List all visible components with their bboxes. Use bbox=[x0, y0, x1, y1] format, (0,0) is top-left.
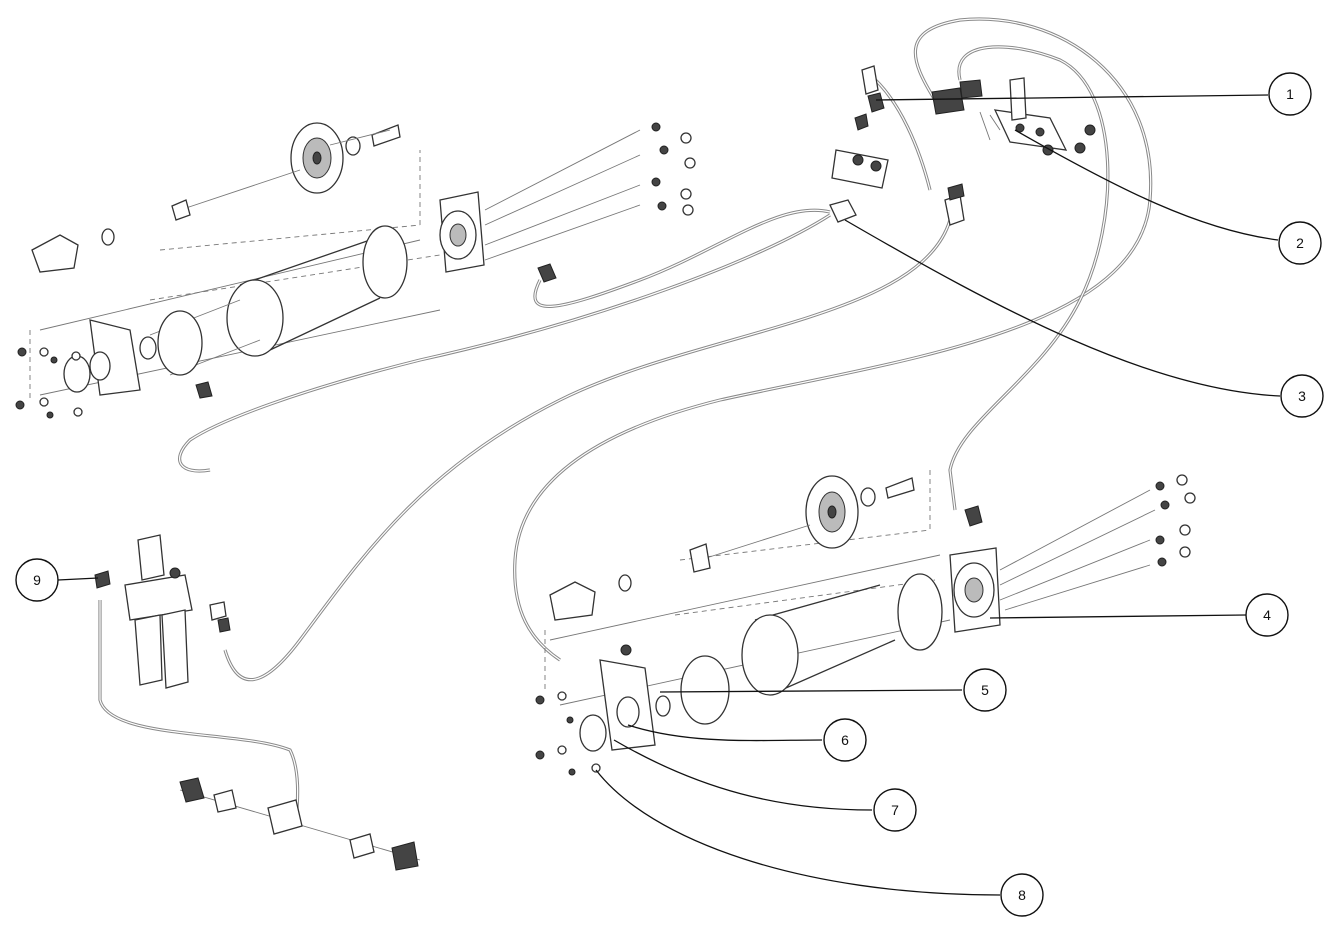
callout-2: 2 bbox=[1278, 221, 1322, 265]
upper-cylinder-assembly bbox=[15, 122, 696, 419]
callout-label-9: 9 bbox=[33, 572, 41, 588]
callout-4: 4 bbox=[1245, 593, 1289, 637]
filter-regulator-assembly bbox=[94, 534, 421, 871]
callout-label-2: 2 bbox=[1296, 235, 1304, 251]
callout-9: 9 bbox=[15, 558, 59, 602]
callout-3: 3 bbox=[1280, 374, 1324, 418]
callout-label-4: 4 bbox=[1263, 607, 1271, 623]
callout-label-6: 6 bbox=[841, 732, 849, 748]
callout-label-3: 3 bbox=[1298, 388, 1306, 404]
air-hoses bbox=[98, 17, 1153, 821]
lower-cylinder-assembly bbox=[535, 470, 1196, 776]
callout-5: 5 bbox=[963, 668, 1007, 712]
callout-7: 7 bbox=[873, 788, 917, 832]
callout-6: 6 bbox=[823, 718, 867, 762]
callout-label-1: 1 bbox=[1286, 86, 1294, 102]
callout-label-7: 7 bbox=[891, 802, 899, 818]
leader-lines bbox=[57, 94, 1281, 896]
callout-8: 8 bbox=[1000, 873, 1044, 917]
callout-label-5: 5 bbox=[981, 682, 989, 698]
callout-1: 1 bbox=[1268, 72, 1312, 116]
valve-assembly bbox=[829, 65, 1096, 226]
callout-label-8: 8 bbox=[1018, 887, 1026, 903]
